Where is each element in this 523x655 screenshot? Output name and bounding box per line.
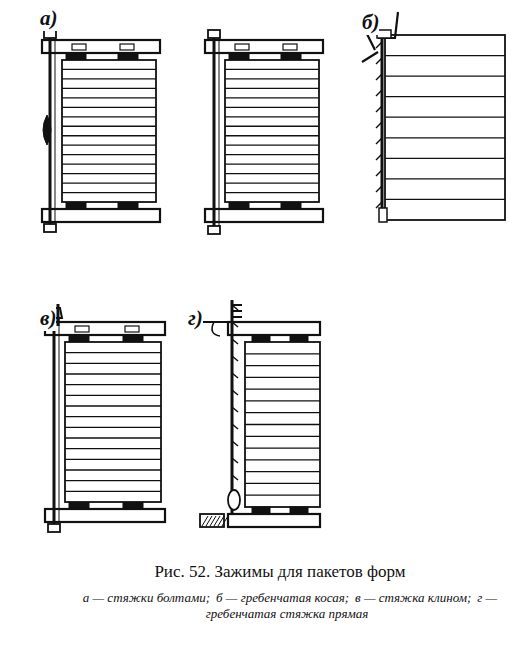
figure-caption: Рис. 52. Зажимы для пакетов форм bbox=[60, 562, 500, 582]
bolt-clamp bbox=[42, 30, 160, 232]
figure-letter: а) bbox=[40, 6, 58, 31]
figure-letter: г) bbox=[188, 306, 203, 331]
figure-letter: б) bbox=[362, 10, 379, 35]
bolt-clamp bbox=[205, 30, 323, 234]
straight-comb-clamp bbox=[195, 300, 320, 527]
wedge-clamp bbox=[45, 304, 165, 532]
oblique-comb-clamp bbox=[362, 12, 505, 222]
key-entry: а — стяжки болтами; bbox=[83, 590, 210, 605]
caption-key: а — стяжки болтами; б — гребенчатая косая… bbox=[80, 590, 500, 622]
key-entry: б — гребенчатая косая; bbox=[216, 590, 349, 605]
figure-letter: в) bbox=[40, 306, 56, 331]
key-entry: в — стяжка клином; bbox=[355, 590, 471, 605]
